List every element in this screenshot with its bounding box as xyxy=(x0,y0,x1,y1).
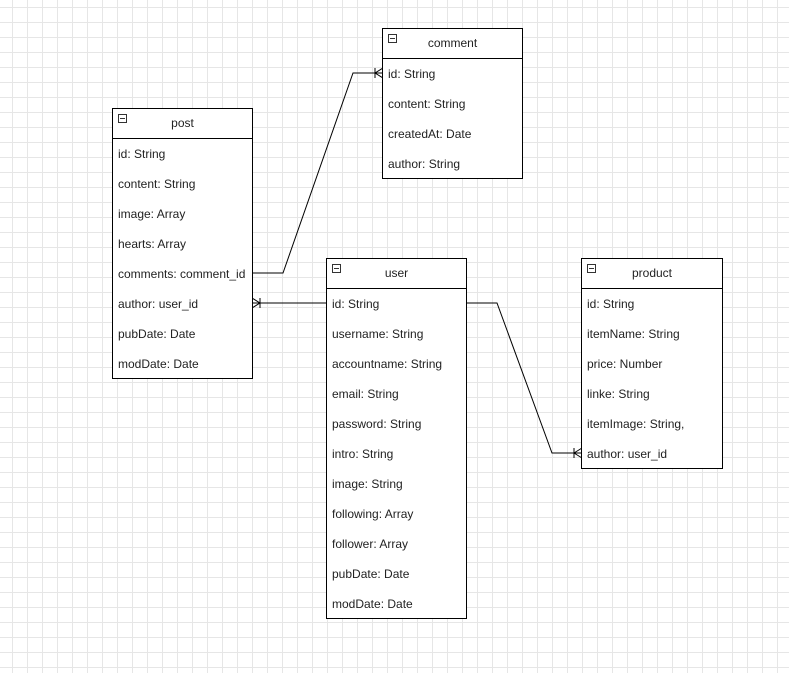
entity-user[interactable]: user id: String username: String accountna… xyxy=(326,258,467,619)
entity-field[interactable]: modDate: Date xyxy=(118,357,199,371)
entity-field[interactable]: intro: String xyxy=(332,447,394,461)
entity-field[interactable]: content: String xyxy=(388,97,466,111)
entity-title: post xyxy=(171,116,194,130)
entity-comment[interactable]: comment id: String content: String created… xyxy=(382,28,523,179)
entity-field[interactable]: modDate: Date xyxy=(332,597,413,611)
field-list: id: String username: String accountname: S… xyxy=(327,289,466,619)
entity-field[interactable]: comments: comment_id xyxy=(118,267,246,281)
entity-field[interactable]: itemImage: String, xyxy=(587,417,685,431)
entity-header: post xyxy=(113,109,252,139)
collapse-icon[interactable] xyxy=(587,264,596,273)
field-list: id: String content: String image: Array hea… xyxy=(113,139,252,379)
entity-title: user xyxy=(384,266,409,280)
entity-field[interactable]: itemName: String xyxy=(587,327,680,341)
entity-field[interactable]: createdAt: Date xyxy=(388,127,472,141)
entity-field[interactable]: content: String xyxy=(118,177,196,191)
entity-field[interactable]: price: Number xyxy=(587,357,663,371)
entity-title: product xyxy=(631,266,673,280)
entity-field[interactable]: password: String xyxy=(332,417,422,431)
entity-field[interactable]: email: String xyxy=(332,387,399,401)
entity-field[interactable]: id: String xyxy=(332,297,380,311)
entity-field[interactable]: pubDate: Date xyxy=(332,567,410,581)
entity-field[interactable]: author: user_id xyxy=(587,447,668,461)
field-list: id: String content: String createdAt: Date… xyxy=(383,59,522,179)
entity-header: comment xyxy=(383,29,522,59)
entity-field[interactable]: image: Array xyxy=(118,207,186,221)
entity-field[interactable]: id: String xyxy=(587,297,635,311)
connector-post-comments-to-comment-id[interactable] xyxy=(252,72,383,274)
entity-header: user xyxy=(327,259,466,289)
collapse-icon[interactable] xyxy=(332,264,341,273)
field-list: id: String itemName: String price: Number l… xyxy=(582,289,722,469)
entity-field[interactable]: hearts: Array xyxy=(118,237,187,251)
collapse-icon[interactable] xyxy=(388,34,397,43)
entity-field[interactable]: linke: String xyxy=(587,387,650,401)
entity-field[interactable]: id: String xyxy=(118,147,166,161)
entity-field[interactable]: author: String xyxy=(388,157,461,171)
collapse-icon[interactable] xyxy=(118,114,127,123)
entity-field[interactable]: accountname: String xyxy=(332,357,443,371)
entity-field[interactable]: pubDate: Date xyxy=(118,327,196,341)
many-marker-post-author xyxy=(251,297,261,309)
entity-title: comment xyxy=(427,36,478,50)
entity-field[interactable]: id: String xyxy=(388,67,436,81)
entity-field[interactable]: author: user_id xyxy=(118,297,199,311)
entity-field[interactable]: image: String xyxy=(332,477,403,491)
entity-post[interactable]: post id: String content: String image: Arr… xyxy=(112,108,253,379)
entity-header: product xyxy=(582,259,722,289)
entity-field[interactable]: follower: Array xyxy=(332,537,409,551)
connector-user-id-to-product-author[interactable] xyxy=(466,302,582,454)
entity-field[interactable]: following: Array xyxy=(332,507,414,521)
entity-field[interactable]: username: String xyxy=(332,327,424,341)
entity-product[interactable]: product id: String itemName: String price:… xyxy=(581,258,723,469)
